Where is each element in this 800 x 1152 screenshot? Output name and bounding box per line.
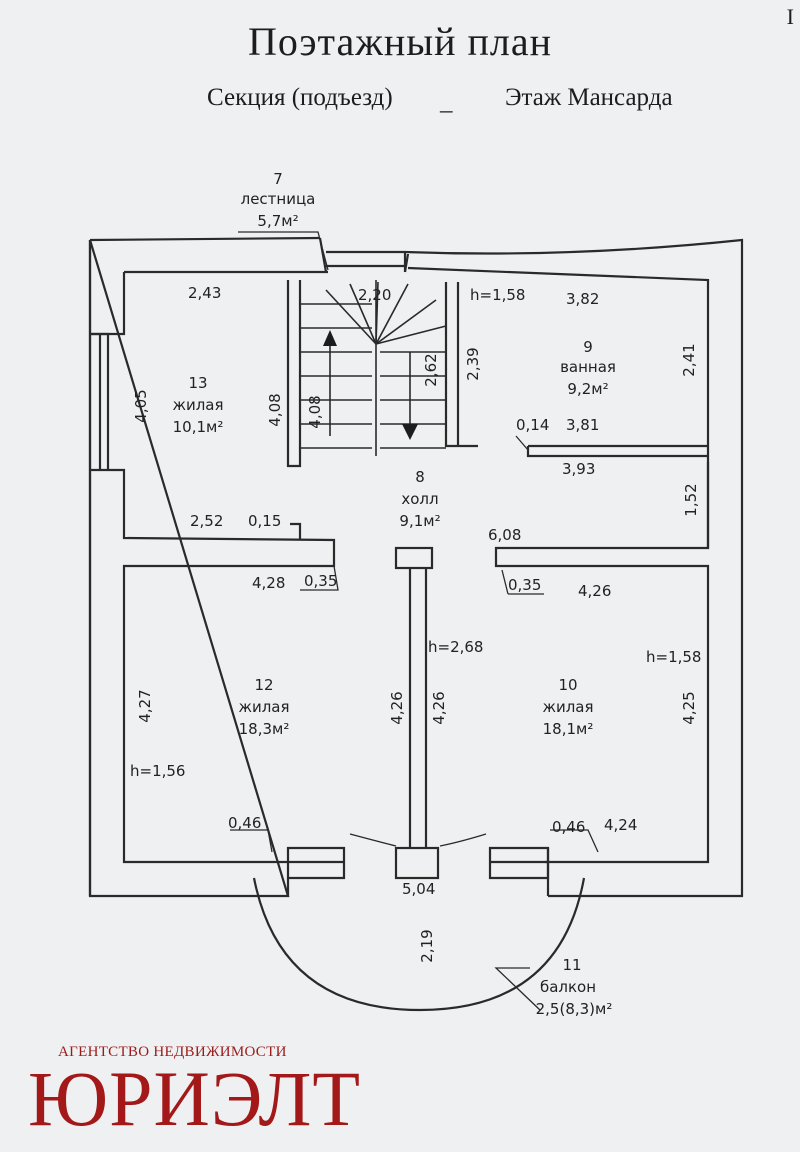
bottom-window-left: [286, 846, 346, 880]
arrow-up-icon: [323, 330, 337, 346]
room-11-name: балкон: [540, 978, 596, 996]
room-10-area: 18,1м²: [543, 720, 594, 738]
room-8-area: 9,1м²: [399, 512, 440, 530]
corner-mark: I: [786, 4, 794, 29]
room-11-area: 2,5(8,3)м²: [536, 1000, 613, 1018]
dim-3-93: 3,93: [562, 460, 595, 478]
dim-0-14: 0,14: [516, 416, 549, 434]
dim-4-24: 4,24: [604, 816, 637, 834]
dim-5-04: 5,04: [402, 880, 435, 898]
room-10-number: 10: [558, 676, 577, 694]
section-blank: _: [440, 88, 453, 115]
dim-2-41: 2,41: [680, 343, 698, 376]
dim-0-15: 0,15: [248, 512, 281, 530]
dim-4-25: 4,25: [680, 691, 698, 724]
dim-4-28: 4,28: [252, 574, 285, 592]
center-partition: [408, 568, 428, 848]
room-10-name: жилая: [542, 698, 593, 716]
dim-2-39: 2,39: [464, 347, 482, 380]
room-12-area: 18,3м²: [239, 720, 290, 738]
dim-h-1-56: h=1,56: [130, 762, 185, 780]
walls: [88, 231, 744, 1012]
stair-walls: [286, 280, 478, 468]
room-8-number: 8: [415, 468, 425, 486]
floor-label: Этаж Мансарда: [505, 84, 673, 111]
center-pier-top: [394, 546, 434, 570]
dim-4-08-b: 4,08: [306, 395, 324, 428]
room-9-name: ванная: [560, 358, 616, 376]
page-title: Поэтажный план: [247, 19, 553, 64]
dim-4-26-top: 4,26: [578, 582, 611, 600]
center-pier-bottom: [394, 846, 440, 880]
dim-h-1-58-right: h=1,58: [646, 648, 701, 666]
dim-h-2-68: h=2,68: [428, 638, 483, 656]
balcony-arc: [252, 877, 586, 1012]
section-label: Секция (подъезд): [207, 84, 393, 111]
dim-0-46-right: 0,46: [552, 818, 585, 836]
agency-logo: ЮРИЭЛТ: [28, 1055, 362, 1142]
dim-4-26-b: 4,26: [430, 691, 448, 724]
stair-treads: [300, 280, 447, 456]
room-7-number: 7: [273, 170, 283, 188]
dim-1-52: 1,52: [682, 483, 700, 516]
dim-4-27: 4,27: [136, 689, 154, 722]
room-13-name: жилая: [172, 396, 223, 414]
room-12-number: 12: [254, 676, 273, 694]
agency-subtitle: АГЕНТСТВО НЕДВИЖИМОСТИ: [58, 1044, 287, 1060]
room-7-name: лестница: [241, 190, 316, 208]
dim-2-20: 2,20: [358, 286, 391, 304]
dim-4-26-a: 4,26: [388, 691, 406, 724]
dim-6-08: 6,08: [488, 526, 521, 544]
dim-3-81: 3,81: [566, 416, 599, 434]
inner-wall-top: [124, 253, 710, 864]
dim-0-35-left: 0,35: [304, 572, 337, 590]
room-12-name: жилая: [238, 698, 289, 716]
bathroom-wall: [526, 444, 708, 458]
dim-2-43: 2,43: [188, 284, 221, 302]
dim-4-08-a: 4,08: [266, 393, 284, 426]
dim-4-05: 4,05: [132, 389, 150, 422]
dim-h-1-58-top: h=1,58: [470, 286, 525, 304]
room-13-area: 10,1м²: [173, 418, 224, 436]
bottom-window-right: [488, 846, 550, 880]
room-13-number: 13: [188, 374, 207, 392]
room-7-area: 5,7м²: [257, 212, 298, 230]
room-11-number: 11: [562, 956, 581, 974]
dim-2-19: 2,19: [418, 929, 436, 962]
room-9-area: 9,2м²: [567, 380, 608, 398]
dim-2-52: 2,52: [190, 512, 223, 530]
left-window: [90, 332, 110, 470]
dim-2-62: 2,62: [422, 353, 440, 386]
dim-0-35-right: 0,35: [508, 576, 541, 594]
dim-0-46-left: 0,46: [228, 814, 261, 832]
dim-3-82: 3,82: [566, 290, 599, 308]
room-8-name: холл: [401, 490, 438, 508]
arrow-down-icon: [402, 424, 418, 440]
room-9-number: 9: [583, 338, 593, 356]
